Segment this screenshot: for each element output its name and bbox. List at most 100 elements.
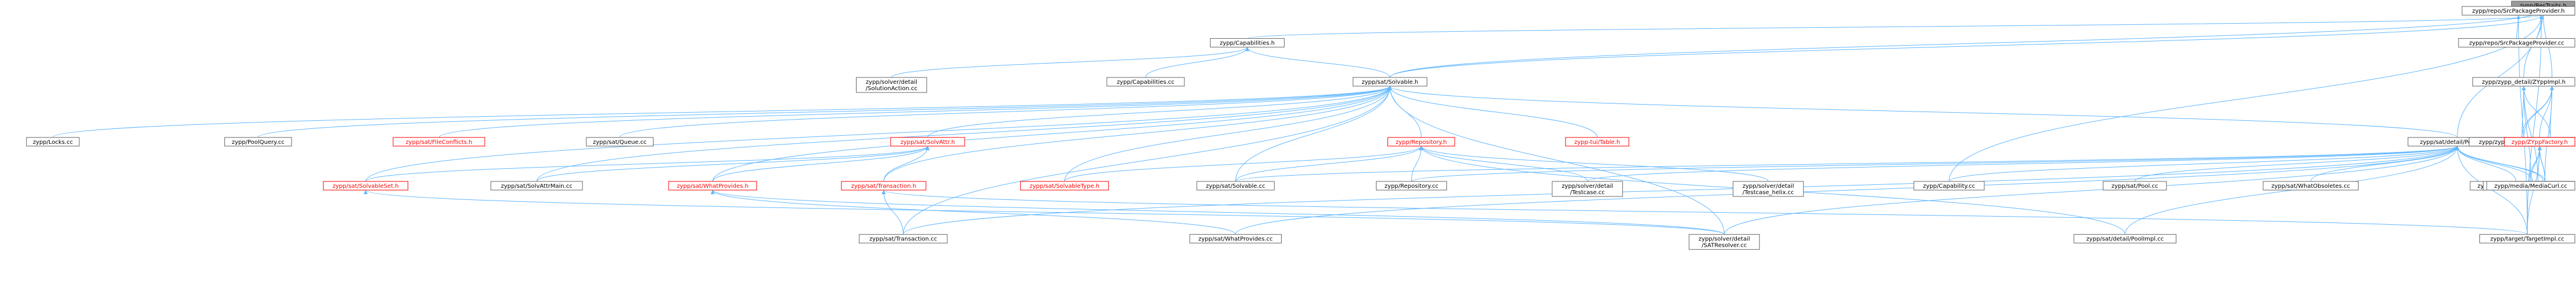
node-label: zypp/Repository.cc (1385, 183, 1438, 190)
node-label: zypp/sat/WhatObsoletes.cc (2271, 183, 2350, 190)
edge-capabilities-cc-to-capabilities-h (1145, 47, 1250, 78)
graph-node-testcase-helix-cc[interactable]: zypp/solver/detail/Testcase_helix.cc (1732, 181, 1804, 197)
edge-fileconflicts-h-to-solvable-h (438, 86, 1392, 138)
graph-node-queue-cc[interactable]: zypp/sat/Queue.cc (586, 137, 654, 147)
graph-node-solvable-cc[interactable]: zypp/sat/Solvable.cc (1196, 181, 1275, 191)
edge-luitable-h-to-solvable-h (1387, 86, 1598, 138)
edge-testcase-cc-to-repository-h (1419, 146, 1588, 182)
edge-solvable-h-to-capability-h (1389, 14, 2544, 78)
node-label: zypp/sat/SolvableType.h (1029, 183, 1099, 190)
graph-node-capability-cc[interactable]: zypp/Capability.cc (1913, 181, 1985, 191)
graph-node-solvattr-h[interactable]: zypp/sat/SolvAttr.h (890, 137, 965, 147)
graph-node-targetimpl-cc[interactable]: zypp/target/TargetImpl.cc (2479, 234, 2575, 244)
node-label: zypp/solver/detail (1562, 183, 1613, 190)
node-label: zypp/sat/Queue.cc (593, 139, 647, 146)
node-label: /SATResolver.cc (1702, 243, 1747, 249)
edge-whatprovides-cc-to-whatprovides-h (710, 190, 1236, 235)
node-label: zypp/solver/detail (1743, 183, 1794, 190)
edge-solvable-h-to-restraits (1389, 9, 2545, 78)
edge-solvableset-h-to-solvable-h (365, 86, 1392, 181)
node-label: zypp/target/TargetImpl.cc (2490, 236, 2564, 243)
edge-capabilities-h-to-capability-h (1247, 14, 2543, 39)
edge-transaction-h-to-solvable-h (883, 86, 1392, 181)
graph-node-poolimpl-cc[interactable]: zypp/sat/detail/PoolImpl.cc (2073, 234, 2177, 244)
edge-repository-cc-to-poolimpl-h (1411, 146, 2459, 182)
node-box (859, 234, 948, 244)
graph-node-solvattrmain-cc[interactable]: zypp/sat/SolvAttrMain.cc (490, 181, 583, 191)
graph-node-repository-h[interactable]: zypp/Repository.h (1387, 137, 1455, 147)
edge-solvattr-h-to-solvable-h (927, 86, 1392, 138)
node-layer: zypp/ResTraits.hzypp/Capability.hzypp/Re… (26, 1, 2575, 250)
node-label: zypp/sat/Transaction.h (851, 183, 917, 190)
graph-node-pool-cc[interactable]: zypp/sat/Pool.cc (2102, 181, 2167, 191)
node-label: zypp/ZYppFactory.h (2511, 139, 2568, 146)
graph-node-transaction-cc[interactable]: zypp/sat/Transaction.cc (859, 234, 948, 244)
node-box (2461, 6, 2575, 16)
node-box (2479, 234, 2575, 244)
edge-solvattrmain-cc-to-solvable-h (536, 86, 1392, 181)
node-box (586, 137, 654, 147)
node-label: zypp/media/MediaCurl.cc (2494, 183, 2567, 190)
node-box (1913, 181, 1985, 191)
graph-node-solutionaction-cc[interactable]: zypp/solver/detail/SolutionAction.cc (856, 77, 927, 93)
graph-node-testcase-cc[interactable]: zypp/solver/detail/Testcase.cc (1552, 181, 1623, 197)
node-label: zypp/Capabilities.h (1220, 40, 1275, 47)
node-label: zypp/sat/detail/PoolImpl.h (2420, 139, 2494, 146)
node-box (2472, 77, 2575, 87)
node-box (490, 181, 583, 191)
node-box (1106, 77, 1185, 87)
edge-mediacurl-cc-to-zyppimpl-h (2522, 86, 2531, 181)
graph-node-zyppfactory-h[interactable]: zypp/ZYppFactory.h (2504, 137, 2575, 147)
node-box (1352, 77, 1427, 87)
graph-node-transaction-h[interactable]: zypp/sat/Transaction.h (841, 181, 927, 191)
edge-solvable-cc-to-repository-h (1235, 146, 1423, 182)
graph-node-poolquery-cc[interactable]: zypp/PoolQuery.cc (224, 137, 292, 147)
graph-node-srcpkgprov-cc[interactable]: zypp/repo/SrcPackageProvider.cc (2458, 38, 2575, 48)
node-label: /Testcase.cc (1570, 190, 1605, 196)
edge-lookupattr-cc-to-poolimpl-h (2455, 146, 2533, 182)
node-box (856, 77, 927, 93)
node-box (668, 181, 757, 191)
edge-idstring-cc-to-poolimpl-h (2455, 146, 2544, 182)
edge-satresolver-cc-to-solvable-h (1387, 86, 1725, 235)
graph-node-locks-cc[interactable]: zypp/Locks.cc (26, 137, 80, 147)
graph-node-whatprovides-cc[interactable]: zypp/sat/WhatProvides.cc (1189, 234, 1282, 244)
node-box (1189, 234, 1282, 244)
edge-repository-cc-to-repository-h (1411, 146, 1423, 181)
edge-diskusage-cc-to-poolimpl-h (2455, 146, 2516, 181)
edge-capability-cc-to-capability-h (1948, 15, 2544, 181)
graph-node-repository-cc[interactable]: zypp/Repository.cc (1376, 181, 1447, 191)
node-label: zypp/repo/SrcPackageProvider.h (2472, 8, 2564, 14)
node-box (1376, 181, 1447, 191)
node-label: zypp/ResTraits.h (2519, 3, 2566, 9)
edge-targetimpl-cc-to-capability-h (2527, 15, 2544, 235)
graph-node-zyppimpl-h[interactable]: zypp/zypp_detail/ZYppImpl.h (2472, 77, 2575, 87)
graph-node-whatprovides-h[interactable]: zypp/sat/WhatProvides.h (668, 181, 757, 191)
edge-keyring-cc-to-zypp-h (2544, 86, 2554, 181)
graph-node-capabilities-cc[interactable]: zypp/Capabilities.cc (1106, 77, 1185, 87)
node-box (1387, 137, 1455, 147)
graph-node-srcpkgprov-h[interactable]: zypp/repo/SrcPackageProvider.h (2461, 6, 2575, 16)
graph-node-luitable-h[interactable]: zypp-tui/Table.h (1565, 137, 1629, 147)
graph-node-mediacurl-cc[interactable]: zypp/media/MediaCurl.cc (2486, 181, 2575, 191)
graph-node-solvableset-h[interactable]: zypp/sat/SolvableSet.h (323, 181, 408, 191)
graph-node-capabilities-h[interactable]: zypp/Capabilities.h (1210, 38, 1285, 48)
graph-node-solvabletype-h[interactable]: zypp/sat/SolvableType.h (1020, 181, 1109, 191)
edge-whatprovides-h-to-solvattr-h (712, 146, 930, 182)
graph-node-whatobsoletes-cc[interactable]: zypp/sat/WhatObsoletes.cc (2263, 181, 2359, 191)
edge-solvable-cc-to-poolimpl-h (1235, 146, 2459, 182)
node-label: zypp/Locks.cc (33, 139, 73, 146)
edge-poolimpl-h-to-capability-h (2457, 15, 2544, 138)
edge-zyppfactory-h-to-zypp-h (2539, 86, 2554, 138)
graph-node-fileconflicts-h[interactable]: zypp/sat/FileConflicts.h (393, 137, 485, 147)
edge-whatobsoletes-cc-to-poolimpl-h (2310, 146, 2460, 182)
node-label: zypp/sat/Solvable.cc (1206, 183, 1265, 190)
edge-targetimpl-cc-to-srcpkgprov-h (2516, 15, 2528, 235)
edge-solvabletype-h-to-solvable-h (1064, 86, 1392, 181)
graph-node-satresolver-cc[interactable]: zypp/solver/detail/SATResolver.cc (1688, 234, 1760, 250)
edge-locks-cc-to-solvable-h (52, 86, 1392, 138)
node-box (1688, 234, 1760, 250)
graph-node-solvable-h[interactable]: zypp/sat/Solvable.h (1352, 77, 1427, 87)
node-box (2073, 234, 2177, 244)
